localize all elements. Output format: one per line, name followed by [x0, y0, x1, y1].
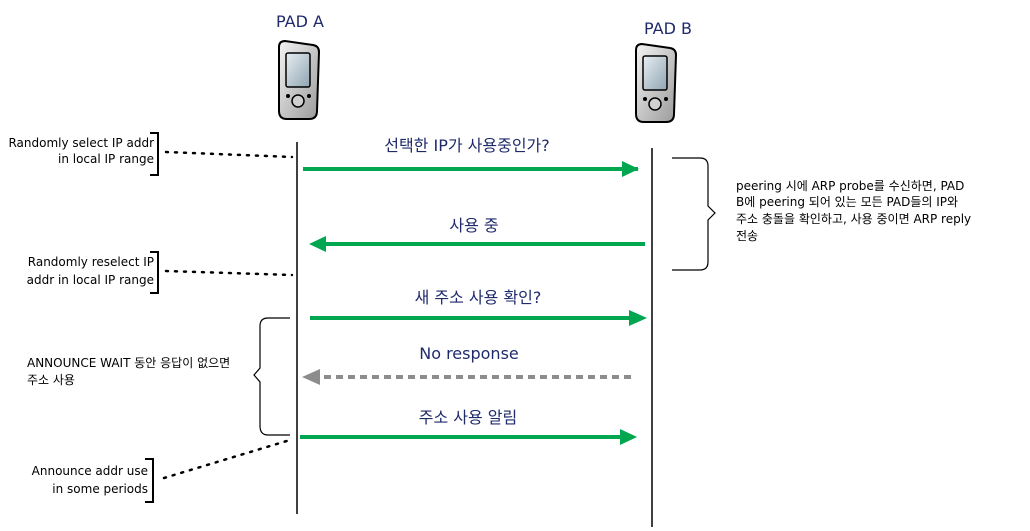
dotted-connector — [164, 269, 294, 277]
note-line: Randomly select IP addr — [8, 136, 154, 150]
wait-brace — [253, 317, 290, 436]
right-note-line: 주소 충돌을 확인하고, 사용 중이면 ARP reply — [736, 212, 971, 226]
message-label: 주소 사용 알림 — [419, 408, 518, 427]
note-bracket — [150, 251, 159, 294]
dotted-connector — [162, 438, 292, 480]
note-line: ANNOUNCE WAIT 동안 응답이 없으면 — [27, 356, 230, 370]
peering-brace — [672, 157, 716, 271]
message-label: 사용 중 — [449, 216, 498, 235]
message-label: 선택한 IP가 사용중인가? — [384, 136, 550, 155]
note-line: in some periods — [52, 482, 148, 496]
dotted-connector — [164, 150, 294, 159]
note-line: in local IP range — [58, 152, 154, 166]
right-note-line: B에 peering 되어 있는 모든 PAD들의 IP와 — [736, 195, 958, 209]
message-label: 새 주소 사용 확인? — [415, 288, 542, 307]
note-bracket — [145, 458, 154, 503]
arrowhead — [309, 236, 326, 252]
arrowhead — [629, 310, 647, 326]
arrowhead — [622, 161, 639, 177]
arrowhead — [302, 369, 320, 385]
participant-a-label: PAD A — [276, 12, 324, 31]
pda-device-icon — [278, 39, 321, 120]
note-line: Randomly reselect IP — [28, 255, 154, 269]
participant-b-label: PAD B — [644, 19, 692, 38]
right-note-line: peering 시에 ARP probe를 수신하면, PAD — [736, 179, 964, 193]
message-label: No response — [419, 344, 519, 363]
note-line: 주소 사용 — [27, 373, 75, 387]
arrowhead — [620, 429, 637, 445]
right-note-line: 전송 — [736, 229, 758, 243]
pda-device-icon — [635, 42, 678, 123]
note-line: Announce addr use — [32, 464, 148, 478]
note-line: addr in local IP range — [27, 273, 154, 287]
note-bracket — [150, 132, 159, 176]
